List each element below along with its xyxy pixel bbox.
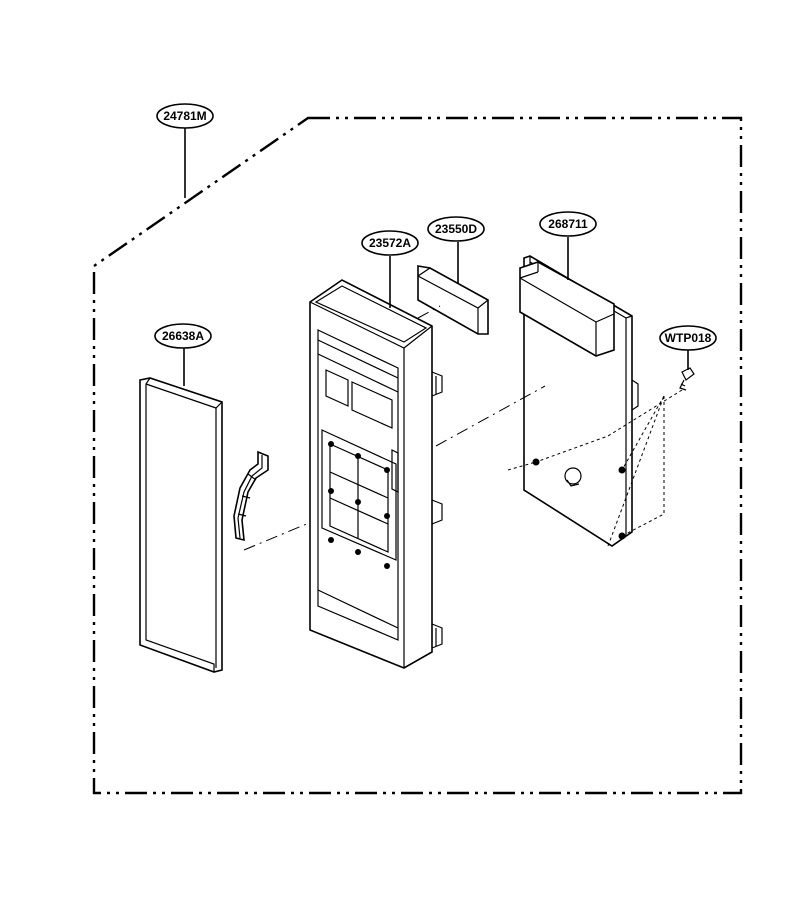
callout-control-panel-label: 23572A xyxy=(369,236,411,250)
alignment-line-window xyxy=(417,305,441,319)
control-panel-part xyxy=(309,279,443,669)
window-sheet-part xyxy=(417,265,489,335)
callout-screw: WTP018 xyxy=(659,325,717,351)
callout-window-sheet-label: 23550D xyxy=(435,222,477,236)
callout-membrane-switch-label: 26638A xyxy=(162,329,204,343)
alignment-line-pcb xyxy=(435,385,546,447)
callout-assembly-label: 24781M xyxy=(163,109,206,123)
callout-pcb: 268711 xyxy=(539,211,597,237)
callout-control-panel: 23572A xyxy=(361,230,419,256)
screw-part xyxy=(679,367,695,391)
callout-pcb-label: 268711 xyxy=(548,217,588,231)
alignment-line-switch xyxy=(243,507,346,551)
alignment-line-pcb-lower xyxy=(507,461,537,471)
membrane-switch-part xyxy=(139,377,269,673)
callout-window-sheet: 23550D xyxy=(427,216,485,242)
callout-membrane-switch: 26638A xyxy=(154,323,212,349)
callout-assembly: 24781M xyxy=(156,103,214,129)
assembly-boundary xyxy=(92,116,743,795)
pcb-part xyxy=(519,255,639,547)
callout-screw-label: WTP018 xyxy=(665,331,712,345)
